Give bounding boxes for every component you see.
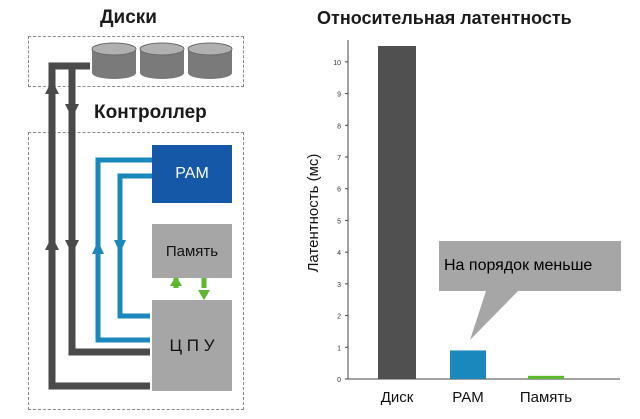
up-arrow xyxy=(170,276,182,286)
cpu-label: Ц П У xyxy=(169,335,215,355)
bar xyxy=(528,375,564,379)
chart-title: Относительная латентность xyxy=(317,8,572,28)
x-tick-label: РАМ xyxy=(452,389,484,406)
disk-icon xyxy=(139,42,185,79)
y-tick-label: 9 xyxy=(337,92,341,99)
up-arrow xyxy=(45,236,59,250)
disks-group xyxy=(28,36,244,87)
down-arrow xyxy=(65,104,79,118)
disks-title: Диски xyxy=(100,7,157,28)
disk-icon xyxy=(91,42,137,79)
disk-icon xyxy=(187,42,233,79)
controller-group xyxy=(28,132,244,410)
up-arrow xyxy=(45,80,59,94)
y-tick-label: 3 xyxy=(337,282,341,289)
y-tick-label: 5 xyxy=(337,218,341,225)
disk-path xyxy=(48,62,150,390)
y-tick-label: 8 xyxy=(337,123,341,130)
data-flow-paths xyxy=(45,42,233,390)
y-tick-label: 6 xyxy=(337,187,341,194)
controller-title: Контроллер xyxy=(94,102,207,123)
y-tick-label: 10 xyxy=(333,60,341,67)
x-tick-label: Диск xyxy=(381,389,414,406)
down-arrow xyxy=(65,240,79,254)
memory-block: Память xyxy=(152,224,232,278)
bar xyxy=(378,46,416,379)
y-tick-label: 4 xyxy=(337,250,341,257)
bar xyxy=(450,350,486,379)
y-tick-label: 0 xyxy=(337,377,341,384)
y-tick-label: 2 xyxy=(337,314,341,321)
y-tick-label: 1 xyxy=(337,345,341,352)
y-axis-label: Латентность (мс) xyxy=(305,154,322,273)
callout-text: На порядок меньше xyxy=(444,257,593,274)
cpu-block: Ц П У xyxy=(152,300,232,391)
ram-block: РАМ xyxy=(152,145,232,203)
down-arrow xyxy=(114,240,126,253)
memory-label: Память xyxy=(165,242,219,260)
disk-icons xyxy=(91,42,233,79)
up-arrow xyxy=(92,241,104,254)
x-tick-label: Память xyxy=(520,389,572,406)
ram-label: РАМ xyxy=(175,165,209,182)
down-arrow xyxy=(198,290,210,300)
y-tick-label: 7 xyxy=(337,155,341,162)
